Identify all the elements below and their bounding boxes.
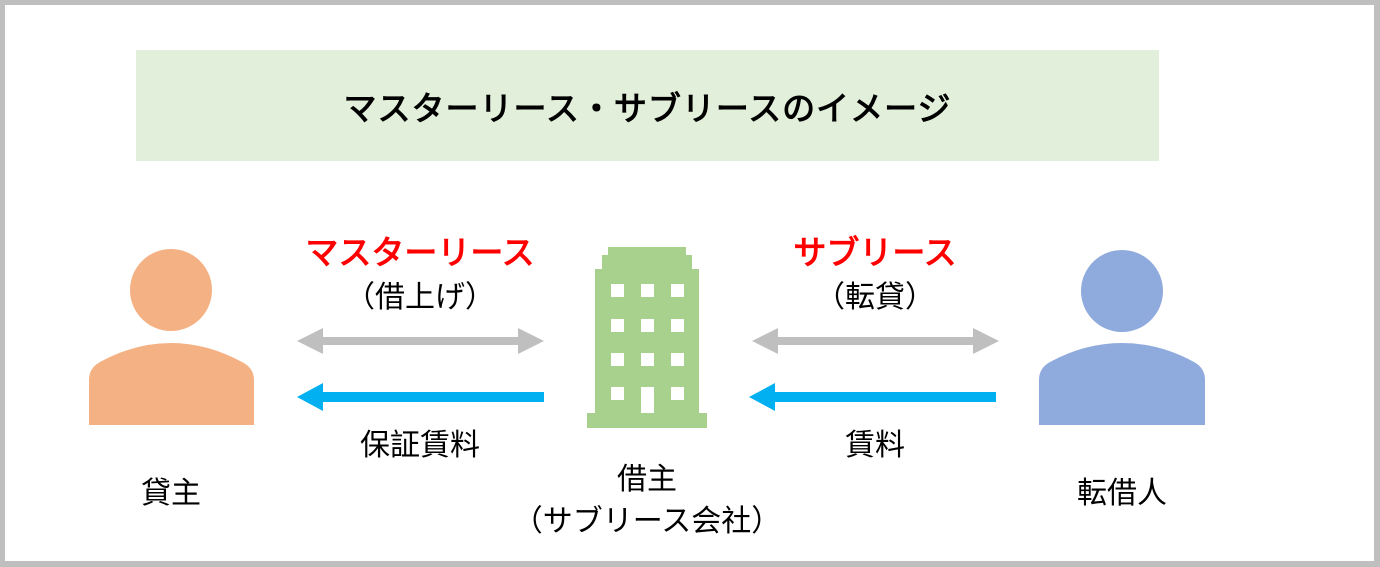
subtenant-body bbox=[1039, 343, 1205, 425]
sublease-payment-label: 賃料 bbox=[845, 428, 905, 463]
owner-name: 貸主 bbox=[141, 476, 201, 511]
master-lease-payment-arrow bbox=[297, 383, 544, 411]
sublease-contract-arrow bbox=[752, 328, 999, 354]
sublease-payment-arrow bbox=[749, 383, 996, 411]
building-icon bbox=[587, 247, 707, 428]
master-lease-contract-arrow bbox=[297, 328, 544, 354]
sublessor-subname: （サブリース会社） bbox=[512, 504, 782, 539]
master-lease-title: マスターリース bbox=[305, 233, 535, 272]
building-windows bbox=[611, 284, 684, 400]
master-lease-payment-label: 保証賃料 bbox=[360, 428, 480, 463]
sublease-title: サブリース bbox=[793, 233, 957, 272]
subtenant-person-icon bbox=[1039, 250, 1205, 425]
sublease-subtitle: （転貸） bbox=[815, 280, 935, 315]
building-door bbox=[641, 387, 654, 413]
sublessor-name: 借主 bbox=[617, 462, 677, 497]
diagram-title: マスターリース・サブリースのイメージ bbox=[343, 88, 952, 128]
subtenant-name: 転借人 bbox=[1077, 476, 1167, 511]
subtenant-head bbox=[1081, 250, 1163, 332]
master-lease-subtitle: （借上げ） bbox=[345, 280, 495, 315]
title-banner: マスターリース・サブリースのイメージ bbox=[136, 50, 1159, 161]
owner-person-icon bbox=[89, 249, 254, 425]
owner-head bbox=[130, 249, 212, 331]
owner-body bbox=[89, 343, 254, 425]
